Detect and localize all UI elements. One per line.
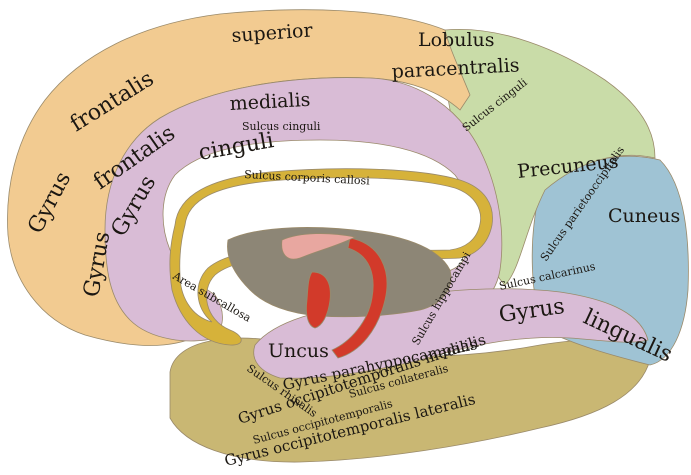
label-uncus: Uncus [268,340,329,362]
label-medialis: medialis [229,89,311,115]
label-lobulus: Lobulus [418,29,495,51]
label-cuneus: Cuneus [608,205,680,227]
